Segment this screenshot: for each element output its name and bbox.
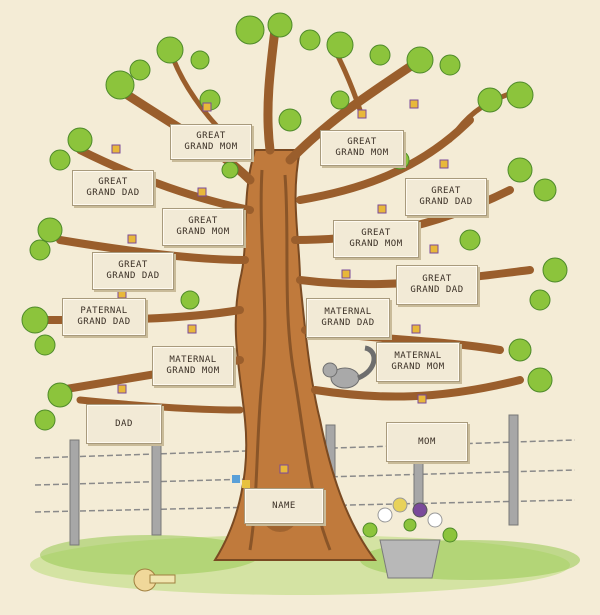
plaque-label: GREAT GRAND DAD bbox=[106, 260, 159, 282]
plaque-great-grand-dad-3: GREAT GRAND DAD bbox=[92, 252, 174, 290]
plaque-maternal-grand-mom-right: MATERNAL GRAND MOM bbox=[376, 342, 460, 382]
plaque-great-grand-dad-1: GREAT GRAND DAD bbox=[72, 170, 154, 206]
plaque-label: GREAT GRAND DAD bbox=[86, 177, 139, 199]
plaque-label: DAD bbox=[115, 419, 133, 430]
plaque-label: MOM bbox=[418, 437, 436, 448]
plaque-maternal-grand-dad: MATERNAL GRAND DAD bbox=[306, 298, 390, 338]
plaque-label: MATERNAL GRAND MOM bbox=[391, 351, 444, 373]
plaque-label: GREAT GRAND DAD bbox=[410, 274, 463, 296]
plaque-label: GREAT GRAND MOM bbox=[349, 228, 402, 250]
plaque-label: NAME bbox=[272, 501, 296, 512]
plaque-label: GREAT GRAND MOM bbox=[184, 131, 237, 153]
plaque-maternal-grand-mom-left: MATERNAL GRAND MOM bbox=[152, 346, 234, 386]
plaque-label: PATERNAL GRAND DAD bbox=[77, 306, 130, 328]
plaque-great-grand-mom-2: GREAT GRAND MOM bbox=[320, 130, 404, 166]
plaque-label: GREAT GRAND MOM bbox=[176, 216, 229, 238]
plaque-label: MATERNAL GRAND MOM bbox=[166, 355, 219, 377]
squirrel-icon bbox=[323, 348, 374, 388]
plaque-great-grand-dad-2: GREAT GRAND DAD bbox=[405, 178, 487, 216]
plaque-great-grand-mom-1: GREAT GRAND MOM bbox=[170, 124, 252, 160]
plaque-name: NAME bbox=[244, 488, 324, 524]
plaque-label: MATERNAL GRAND DAD bbox=[321, 307, 374, 329]
plaque-label: GREAT GRAND DAD bbox=[419, 186, 472, 208]
plaque-mom: MOM bbox=[386, 422, 468, 462]
plaque-great-grand-mom-3: GREAT GRAND MOM bbox=[162, 208, 244, 246]
plaque-great-grand-dad-4: GREAT GRAND DAD bbox=[396, 265, 478, 305]
plaque-great-grand-mom-4: GREAT GRAND MOM bbox=[333, 220, 419, 258]
plaque-dad: DAD bbox=[86, 404, 162, 444]
plaque-paternal-grand-dad: PATERNAL GRAND DAD bbox=[62, 298, 146, 336]
plaque-label: GREAT GRAND MOM bbox=[335, 137, 388, 159]
